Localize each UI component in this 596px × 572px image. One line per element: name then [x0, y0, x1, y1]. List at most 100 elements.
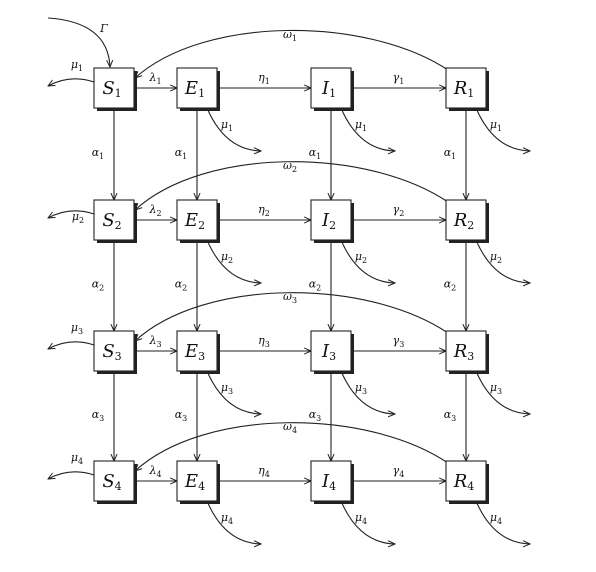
death-arrow — [206, 370, 261, 414]
edge-label-s2-out: μ2 — [72, 210, 84, 225]
waning-curve — [135, 161, 449, 210]
compartment-label: R4 — [453, 471, 475, 493]
edge-label-e2-e3: α2 — [175, 278, 188, 293]
death-arrow — [48, 471, 95, 479]
compartment-r4: R4 — [445, 460, 489, 504]
edge-s1-to-s2: α1 — [92, 108, 114, 200]
edge-s3-to-e3: λ3 — [134, 334, 177, 351]
edge-r2-to-out: μ2 — [475, 239, 530, 283]
compartment-label: I4 — [321, 471, 336, 493]
death-arrow — [475, 107, 530, 151]
death-arrow — [475, 500, 530, 544]
compartment-e2: E2 — [176, 199, 220, 243]
edge-r3-to-r4: α3 — [444, 371, 466, 461]
edge-label-r1-out: μ1 — [490, 118, 502, 133]
edge-label-s3-s4: α3 — [92, 408, 105, 423]
compartment-box — [445, 199, 487, 241]
edge-e1-to-out: μ1 — [206, 107, 261, 151]
compartment-box — [310, 460, 352, 502]
death-arrow — [475, 370, 530, 414]
edge-i2-to-i3: α2 — [309, 240, 331, 331]
edge-i2-to-r2: γ2 — [351, 203, 446, 220]
compartment-label: S4 — [102, 471, 121, 493]
compartment-box — [445, 330, 487, 372]
edge-r1-to-s1: ω1 — [135, 28, 449, 78]
edge-label-s2-s3: α2 — [92, 278, 105, 293]
edge-e3-to-out: μ3 — [206, 370, 261, 414]
edge-label-i4-out: μ4 — [355, 511, 367, 526]
compartment-s3: S3 — [93, 330, 137, 374]
edge-e4-to-i4: η4 — [217, 464, 311, 481]
edge-label-e4-i4: η4 — [258, 464, 270, 479]
edge-s3-to-s4: α3 — [92, 371, 114, 461]
compartment-box — [310, 330, 352, 372]
waning-curve — [135, 422, 449, 471]
edge-label-e4-out: μ4 — [221, 511, 233, 526]
edge-label-r3-s3: ω3 — [283, 290, 297, 305]
compartment-label: E4 — [184, 471, 205, 493]
edge-label-e3-i3: η3 — [258, 334, 270, 349]
edge-label-r1-s1: ω1 — [283, 28, 297, 43]
compartment-i4: I4 — [310, 460, 354, 504]
compartment-e1: E1 — [176, 67, 220, 111]
compartment-s4: S4 — [93, 460, 137, 504]
compartment-i2: I2 — [310, 199, 354, 243]
edge-label-in-s1: Γ — [99, 22, 108, 35]
edge-s1-to-out: μ1 — [48, 58, 95, 86]
edge-i1-to-out: μ1 — [340, 107, 395, 151]
compartment-box — [93, 330, 135, 372]
edge-label-e2-out: μ2 — [221, 250, 233, 265]
compartment-label: I3 — [321, 341, 336, 363]
edge-i3-to-i4: α3 — [309, 371, 331, 461]
edge-e1-to-e2: α1 — [175, 108, 197, 200]
edge-label-i1-out: μ1 — [355, 118, 367, 133]
edge-i4-to-r4: γ4 — [351, 464, 446, 481]
edge-s4-to-e4: λ4 — [134, 464, 177, 481]
compartment-label: I1 — [321, 78, 336, 100]
edge-label-r2-s2: ω2 — [283, 159, 297, 174]
compartment-r1: R1 — [445, 67, 489, 111]
compartment-s1: S1 — [93, 67, 137, 111]
edge-label-e2-i2: η2 — [258, 203, 270, 218]
edge-i3-to-r3: γ3 — [351, 334, 446, 351]
edge-r3-to-s3: ω3 — [135, 290, 449, 341]
edge-label-i2-r2: γ2 — [393, 203, 405, 218]
compartment-e4: E4 — [176, 460, 220, 504]
edge-label-i3-i4: α3 — [309, 408, 322, 423]
edge-r1-to-out: μ1 — [475, 107, 530, 151]
edge-r4-to-s4: ω4 — [135, 420, 449, 471]
compartment-box — [176, 199, 218, 241]
edge-label-e1-out: μ1 — [221, 118, 233, 133]
edge-label-i2-i3: α2 — [309, 278, 322, 293]
edge-r3-to-out: μ3 — [475, 370, 530, 414]
edge-label-i1-i2: α1 — [309, 146, 322, 161]
edge-label-r2-out: μ2 — [490, 250, 502, 265]
edge-label-i2-out: μ2 — [355, 250, 367, 265]
edge-label-r3-r4: α3 — [444, 408, 457, 423]
death-arrow — [340, 239, 395, 283]
edge-label-r4-s4: ω4 — [283, 420, 297, 435]
edge-label-e3-out: μ3 — [221, 381, 233, 396]
death-arrow — [206, 239, 261, 283]
death-arrow — [48, 341, 95, 349]
edge-label-e1-e2: α1 — [175, 146, 188, 161]
edge-label-s1-out: μ1 — [71, 58, 83, 73]
edge-label-i3-r3: γ3 — [393, 334, 405, 349]
edge-s2-to-s3: α2 — [92, 240, 114, 331]
edge-s2-to-e2: λ2 — [134, 203, 177, 220]
compartment-s2: S2 — [93, 199, 137, 243]
compartment-box — [176, 460, 218, 502]
edge-label-i3-out: μ3 — [355, 381, 367, 396]
edge-label-r4-out: μ4 — [490, 511, 502, 526]
compartment-label: S2 — [102, 210, 121, 232]
edge-e2-to-e3: α2 — [175, 240, 197, 331]
compartment-label: R3 — [453, 341, 475, 363]
edge-label-s4-out: μ4 — [71, 451, 83, 466]
compartment-box — [176, 67, 218, 109]
compartment-r3: R3 — [445, 330, 489, 374]
death-arrow — [475, 239, 530, 283]
edge-r2-to-r3: α2 — [444, 240, 466, 331]
